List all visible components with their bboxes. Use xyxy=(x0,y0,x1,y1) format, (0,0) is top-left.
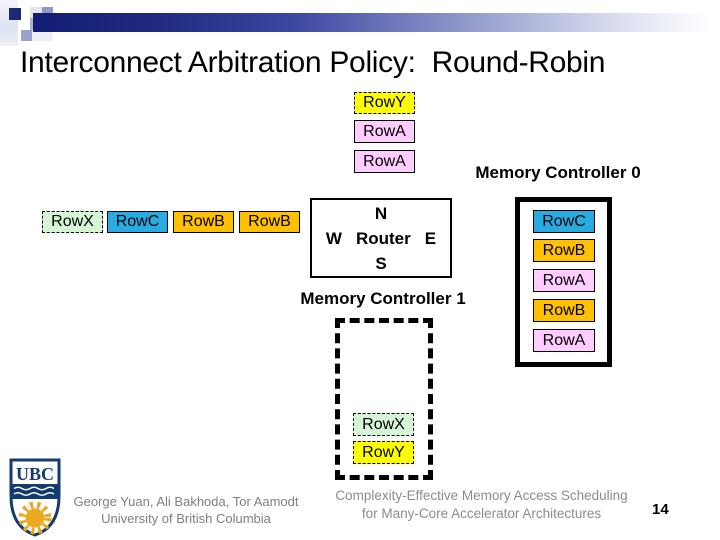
ubc-wave-band xyxy=(12,484,58,499)
ubc-wave-line-1 xyxy=(13,486,55,491)
deco-square-medium-1 xyxy=(42,7,53,18)
corner-gradient-strip xyxy=(0,0,18,46)
deco-square-pale-1 xyxy=(30,7,42,18)
header-gradient-bar xyxy=(33,13,710,32)
ubc-sun-rays xyxy=(18,501,52,535)
mc0-queue-item-3: RowB xyxy=(533,299,595,322)
memory-controller-1-queue: RowX RowY xyxy=(335,318,433,480)
west-queue-item-3: RowB xyxy=(239,211,300,233)
router-south-label: S xyxy=(375,253,387,273)
slide-title: Interconnect Arbitration Policy: Round-R… xyxy=(20,46,606,79)
router-north-label: N xyxy=(374,203,388,223)
deco-square-medium-3 xyxy=(21,30,32,41)
west-queue-item-2: RowB xyxy=(173,211,234,233)
footer-authors-line1: George Yuan, Ali Bakhoda, Tor Aamodt xyxy=(73,494,299,509)
router-east-label: E xyxy=(424,228,437,248)
ubc-sun xyxy=(25,508,45,528)
mc1-queue-item-1: RowY xyxy=(353,441,414,464)
ubc-logo-text: UBC xyxy=(16,464,54,484)
footer-authors: George Yuan, Ali Bakhoda, Tor Aamodt Uni… xyxy=(66,493,306,527)
north-queue-item-0: RowY xyxy=(354,92,415,114)
memory-controller-1-label: Memory Controller 1 xyxy=(300,289,466,308)
page-number: 14 xyxy=(652,501,669,518)
footer-venue: Complexity-Effective Memory Access Sched… xyxy=(309,487,654,523)
ubc-logo: UBC xyxy=(9,458,61,537)
footer-venue-line2: for Many-Core Accelerator Architectures xyxy=(361,506,602,521)
mc0-queue-item-2: RowA xyxy=(533,269,595,292)
mc1-queue-item-0: RowX xyxy=(353,413,414,436)
memory-controller-0-queue: RowC RowB RowA RowB RowA xyxy=(515,197,612,367)
north-queue-item-1: RowA xyxy=(354,120,415,143)
mc0-queue-item-1: RowB xyxy=(533,239,595,262)
mc0-queue-item-0: RowC xyxy=(533,210,595,233)
deco-square-dark-1 xyxy=(9,8,21,20)
deco-square-pale-2 xyxy=(32,30,53,41)
west-queue-item-1: RowC xyxy=(107,211,168,233)
memory-controller-0-label: Memory Controller 0 xyxy=(475,163,641,182)
ubc-wave-line-2 xyxy=(13,492,55,496)
mc0-queue-item-4: RowA xyxy=(533,329,595,352)
west-queue-item-0: RowX xyxy=(42,211,103,233)
router-box: N W Router E S xyxy=(310,198,452,278)
router-west-label: W xyxy=(325,228,342,248)
footer-authors-line2: University of British Columbia xyxy=(101,511,271,526)
footer-venue-line1: Complexity-Effective Memory Access Sched… xyxy=(335,488,628,503)
router-label: Router xyxy=(355,228,411,248)
north-queue-item-2: RowA xyxy=(354,150,415,173)
